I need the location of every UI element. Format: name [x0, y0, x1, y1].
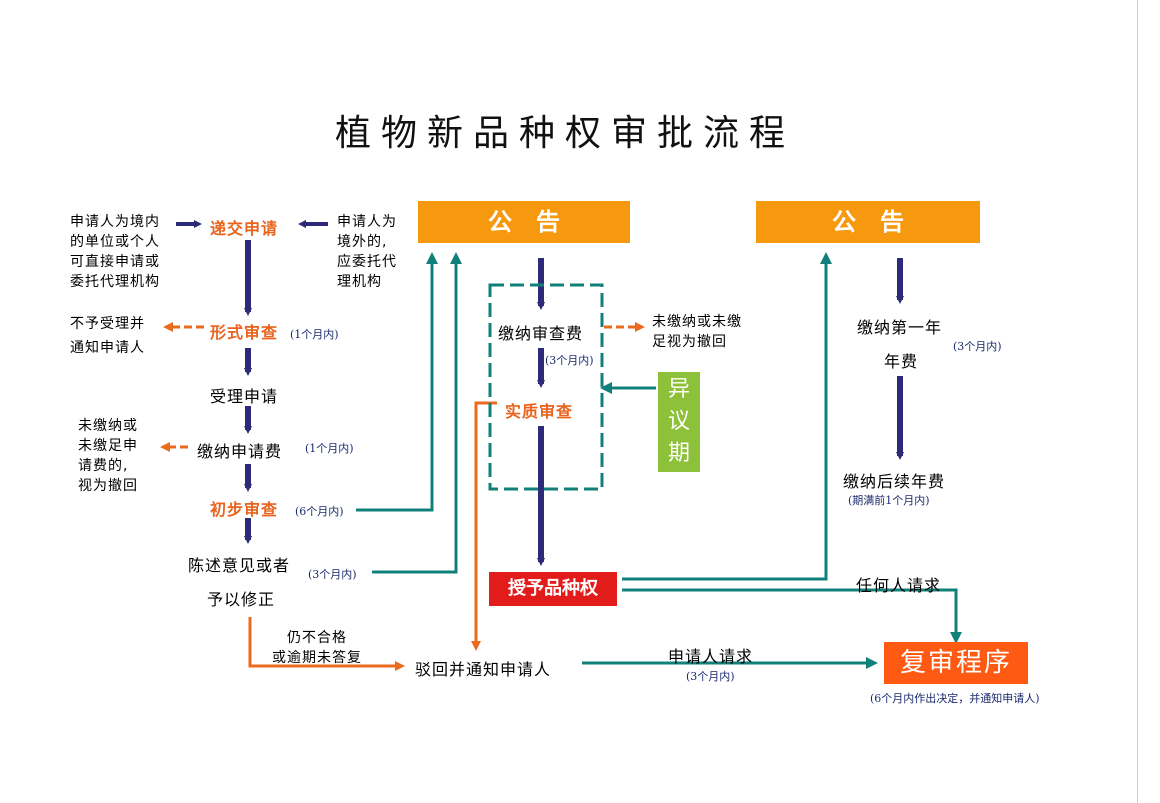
still-failed-note: 仍不合格 或逾期未答复 [272, 630, 362, 666]
anyone-request: 任何人请求 [856, 576, 942, 595]
prelim-exam-deadline: (6个月内) [295, 505, 344, 518]
unpaid-fee-note: 未缴纳或 未缴足申 请费的, 视为撤回 [78, 418, 138, 494]
orange-arrows [160, 322, 645, 671]
first-year-fee-deadline: (3个月内) [953, 340, 1002, 353]
grant-variety-right-box: 授予品种权 [489, 572, 617, 606]
teal-arrows [356, 252, 962, 669]
pay-first-year-fee-line1: 缴纳第一年 [857, 318, 943, 337]
exam-stage-frame [488, 283, 604, 491]
pay-fee-deadline: (1个月内) [305, 442, 354, 455]
statement-or-amend-line2: 予以修正 [207, 590, 276, 609]
subsequent-fee-deadline: (期满前1个月内) [848, 494, 930, 507]
formal-exam-deadline: (1个月内) [290, 328, 339, 341]
pay-first-year-fee-line2: 年费 [884, 352, 919, 371]
statement-deadline: (3个月内) [308, 568, 357, 581]
statement-or-amend-line1: 陈述意见或者 [188, 556, 291, 575]
pay-application-fee: 缴纳申请费 [197, 442, 283, 461]
page-title: 植物新品种权审批流程 [334, 113, 795, 154]
reject-notify-note: 不予受理并 通知申请人 [70, 316, 145, 356]
unpaid-exam-fee-note: 未缴纳或未缴 足视为撤回 [652, 314, 742, 350]
announcement-box-1: 公 告 [418, 201, 630, 243]
submit-application: 递交申请 [210, 219, 279, 238]
reexamination-procedure-box: 复审程序 [884, 642, 1028, 684]
applicant-request: 申请人请求 [668, 647, 754, 666]
reject-and-notify-applicant: 驳回并通知申请人 [415, 660, 552, 679]
accept-application: 受理申请 [210, 387, 279, 406]
preliminary-examination: 初步审查 [210, 500, 279, 519]
page-border [1137, 0, 1138, 803]
applicant-request-deadline: (3个月内) [686, 670, 735, 683]
formal-examination: 形式审查 [210, 323, 279, 342]
substantive-examination: 实质审查 [505, 402, 574, 421]
reexamination-deadline: (6个月内作出决定，并通知申请人) [870, 692, 1040, 705]
objection-period-box: 异 议 期 [658, 372, 700, 472]
exam-fee-deadline: (3个月内) [545, 354, 594, 367]
announcement-box-2: 公 告 [756, 201, 980, 243]
domestic-applicant-note: 申请人为境内 的单位或个人 可直接申请或 委托代理机构 [70, 214, 160, 290]
pay-examination-fee: 缴纳审查费 [498, 324, 584, 343]
pay-subsequent-annual-fee: 缴纳后续年费 [843, 472, 946, 491]
foreign-applicant-note: 申请人为 境外的, 应委托代 理机构 [337, 214, 397, 290]
